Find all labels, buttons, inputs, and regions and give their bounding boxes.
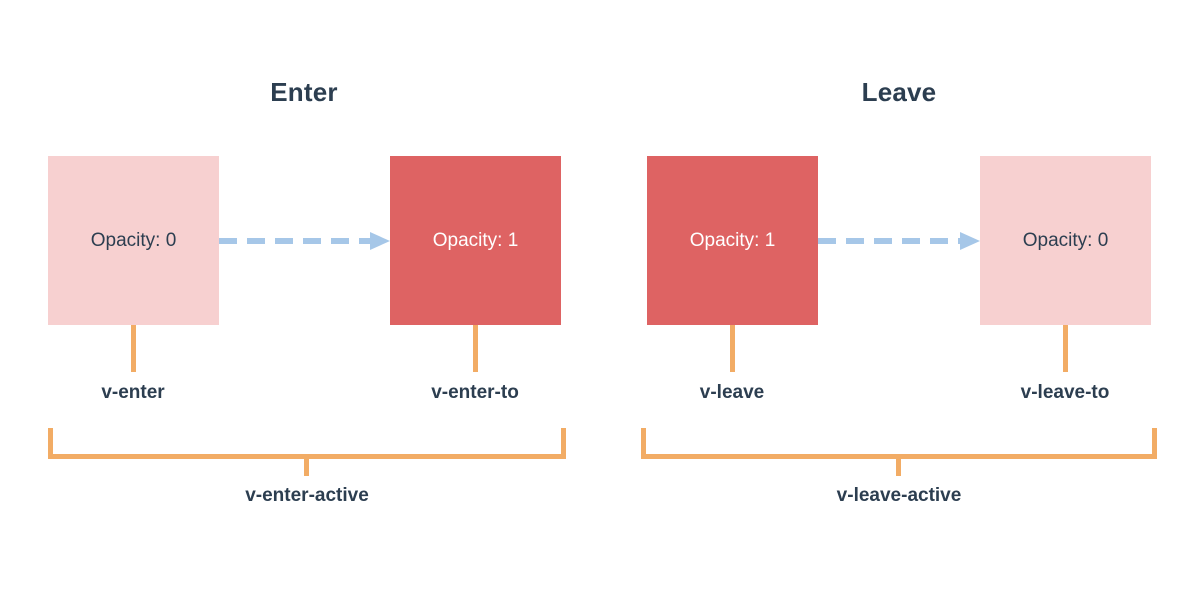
- state-box-v-enter-to: Opacity: 1: [390, 156, 561, 325]
- state-box-label-v-leave: Opacity: 1: [689, 230, 776, 251]
- dashed-arrow-right-icon-leave: [818, 232, 980, 250]
- active-class-bracket-leave: [641, 428, 1157, 459]
- connector-tick-v-leave: [730, 325, 735, 372]
- connector-tick-v-enter-to: [473, 325, 478, 372]
- class-label-v-leave: v-leave: [699, 382, 765, 403]
- arrow-dash-line-leave: [818, 238, 960, 244]
- class-label-v-enter: v-enter: [101, 382, 165, 403]
- arrow-dash-line-enter: [219, 238, 370, 244]
- state-box-v-leave-to: Opacity: 0: [980, 156, 1151, 325]
- arrow-head-enter: [370, 232, 390, 250]
- class-label-v-enter-to: v-enter-to: [431, 382, 519, 403]
- section-title-leave: Leave: [861, 77, 937, 107]
- active-class-bracket-stem-leave: [896, 459, 901, 476]
- active-class-bracket-stem-enter: [304, 459, 309, 476]
- section-title-enter: Enter: [270, 77, 338, 107]
- class-label-v-enter-active: v-enter-active: [245, 485, 369, 506]
- state-box-v-enter: Opacity: 0: [48, 156, 219, 325]
- active-class-bracket-enter: [48, 428, 566, 459]
- state-box-v-leave: Opacity: 1: [647, 156, 818, 325]
- state-box-label-v-enter: Opacity: 0: [90, 230, 177, 251]
- connector-tick-v-enter: [131, 325, 136, 372]
- class-label-v-leave-to: v-leave-to: [1020, 382, 1110, 403]
- arrow-head-leave: [960, 232, 980, 250]
- connector-tick-v-leave-to: [1063, 325, 1068, 372]
- state-box-label-v-leave-to: Opacity: 0: [1022, 230, 1109, 251]
- dashed-arrow-right-icon-enter: [219, 232, 390, 250]
- state-box-label-v-enter-to: Opacity: 1: [432, 230, 519, 251]
- class-label-v-leave-active: v-leave-active: [836, 485, 962, 506]
